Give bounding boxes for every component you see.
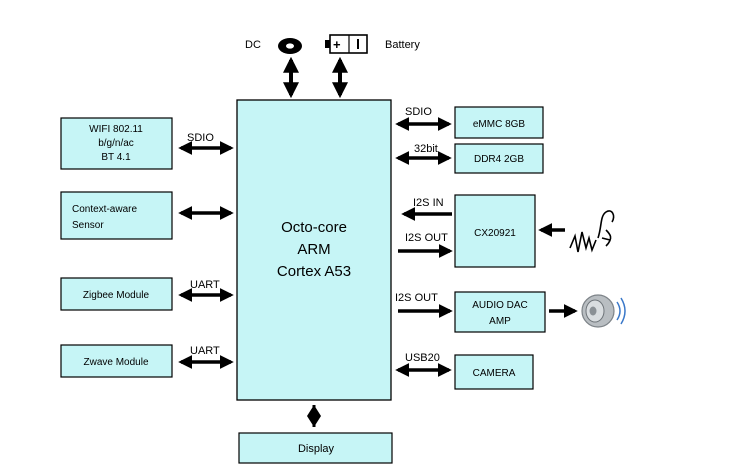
processor-line1: Octo-core	[281, 219, 347, 236]
speaker-icon	[581, 294, 626, 328]
processor-line2: ARM	[297, 241, 330, 258]
voice-waveform-icon	[569, 210, 615, 253]
zwave-link-label: UART	[190, 345, 220, 357]
codec-out-label: I2S OUT	[405, 232, 448, 244]
emmc-link-label: SDIO	[405, 106, 432, 118]
wifi-line1: WIFI 802.11	[89, 124, 143, 135]
emmc-box	[454, 106, 544, 139]
wifi-line2: b/g/n/ac	[98, 138, 134, 149]
sensor-line2: Sensor	[72, 220, 104, 231]
processor-line3: Cortex A53	[277, 263, 351, 280]
display-arrow	[307, 405, 321, 427]
codec-box	[454, 194, 536, 268]
wifi-line3: BT 4.1	[101, 152, 131, 163]
zigbee-link-label: UART	[190, 279, 220, 291]
zigbee-module-box	[60, 277, 173, 311]
zwave-module-box	[60, 344, 173, 378]
battery-icon: +	[325, 34, 368, 54]
emmc-label: eMMC 8GB	[473, 119, 526, 130]
battery-label: Battery	[385, 39, 420, 51]
ddr-link-label: 32bit	[414, 143, 438, 155]
dac-box	[454, 291, 546, 333]
codec-in-label: I2S IN	[413, 197, 444, 209]
sensor-module-box	[60, 191, 173, 240]
ddr-label: DDR4 2GB	[474, 154, 524, 165]
svg-text:+: +	[333, 37, 341, 52]
display-box	[238, 432, 393, 464]
processor-block	[236, 99, 392, 401]
camera-link-label: USB20	[405, 352, 440, 364]
zwave-label: Zwave Module	[83, 357, 148, 368]
display-label: Display	[298, 443, 335, 455]
camera-box	[454, 354, 534, 390]
zigbee-label: Zigbee Module	[83, 290, 150, 301]
wifi-link-label: SDIO	[187, 132, 214, 144]
wifi-module-box	[60, 117, 173, 170]
dc-label: DC	[245, 39, 261, 51]
dac-line2: AMP	[489, 316, 511, 327]
dc-jack-icon	[278, 38, 302, 54]
sensor-line1: Context-aware	[72, 204, 137, 215]
codec-label: CX20921	[474, 228, 516, 239]
dac-link-label: I2S OUT	[395, 292, 438, 304]
ddr-box	[454, 143, 544, 174]
camera-label: CAMERA	[473, 368, 516, 379]
dac-line1: AUDIO DAC	[472, 300, 528, 311]
